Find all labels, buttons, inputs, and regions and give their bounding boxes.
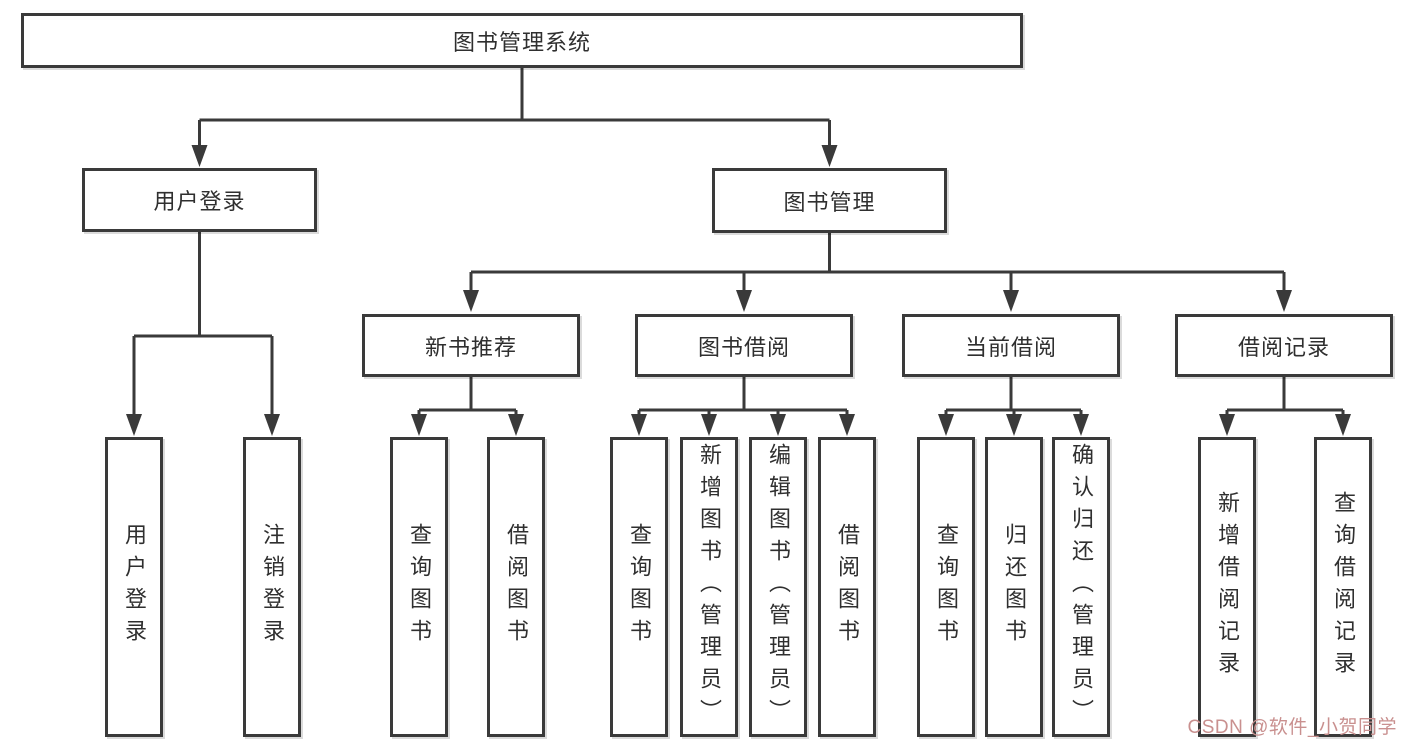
leaf-bb-add-books-admin-label: 新增图书（管理员） bbox=[697, 443, 722, 731]
leaf-br-add-record: 新增借阅记录 bbox=[1198, 437, 1256, 737]
leaf-nbr-query-books: 查询图书 bbox=[390, 437, 448, 737]
leaf-cb-confirm-return-admin-label: 确认归还（管理员） bbox=[1069, 443, 1094, 731]
node-current-borrow: 当前借阅 bbox=[902, 314, 1120, 377]
leaf-nbr-borrow-books-label: 借阅图书 bbox=[504, 523, 529, 651]
leaf-br-add-record-label: 新增借阅记录 bbox=[1215, 491, 1240, 683]
node-user-login-label: 用户登录 bbox=[153, 189, 246, 214]
leaf-cb-return-books: 归还图书 bbox=[985, 437, 1043, 737]
leaf-nbr-borrow-books: 借阅图书 bbox=[487, 437, 545, 737]
node-root: 图书管理系统 bbox=[21, 13, 1023, 68]
node-book-management: 图书管理 bbox=[712, 168, 947, 233]
node-new-book-recommend-label: 新书推荐 bbox=[424, 334, 517, 360]
leaf-bb-query-books-label: 查询图书 bbox=[627, 523, 652, 651]
leaf-logout-label: 注销登录 bbox=[260, 523, 285, 651]
leaf-logout: 注销登录 bbox=[243, 437, 301, 737]
leaf-cb-confirm-return-admin: 确认归还（管理员） bbox=[1052, 437, 1110, 737]
node-book-borrow-label: 图书借阅 bbox=[697, 334, 790, 360]
leaf-bb-add-books-admin: 新增图书（管理员） bbox=[680, 437, 738, 737]
node-root-label: 图书管理系统 bbox=[452, 29, 591, 55]
leaf-br-query-record-label: 查询借阅记录 bbox=[1331, 491, 1356, 683]
leaf-bb-borrow-books: 借阅图书 bbox=[818, 437, 876, 737]
leaf-bb-borrow-books-label: 借阅图书 bbox=[835, 523, 860, 651]
node-borrow-record-label: 借阅记录 bbox=[1237, 334, 1330, 360]
leaf-user-login: 用户登录 bbox=[105, 437, 163, 737]
leaf-bb-edit-books-admin-label: 编辑图书（管理员） bbox=[766, 443, 791, 731]
node-current-borrow-label: 当前借阅 bbox=[964, 334, 1057, 360]
node-book-management-label: 图书管理 bbox=[783, 189, 876, 215]
node-new-book-recommend: 新书推荐 bbox=[362, 314, 580, 377]
leaf-user-login-label: 用户登录 bbox=[122, 523, 147, 651]
leaf-br-query-record: 查询借阅记录 bbox=[1314, 437, 1372, 737]
csdn-watermark: CSDN @软件_小贺同学 bbox=[1187, 717, 1397, 738]
node-user-login: 用户登录 bbox=[82, 168, 317, 232]
leaf-bb-edit-books-admin: 编辑图书（管理员） bbox=[749, 437, 807, 737]
leaf-bb-query-books: 查询图书 bbox=[610, 437, 668, 737]
node-book-borrow: 图书借阅 bbox=[635, 314, 853, 377]
leaf-cb-query-books: 查询图书 bbox=[917, 437, 975, 737]
node-borrow-record: 借阅记录 bbox=[1175, 314, 1393, 377]
leaf-cb-query-books-label: 查询图书 bbox=[934, 523, 959, 651]
leaf-nbr-query-books-label: 查询图书 bbox=[407, 523, 432, 651]
leaf-cb-return-books-label: 归还图书 bbox=[1002, 523, 1027, 651]
